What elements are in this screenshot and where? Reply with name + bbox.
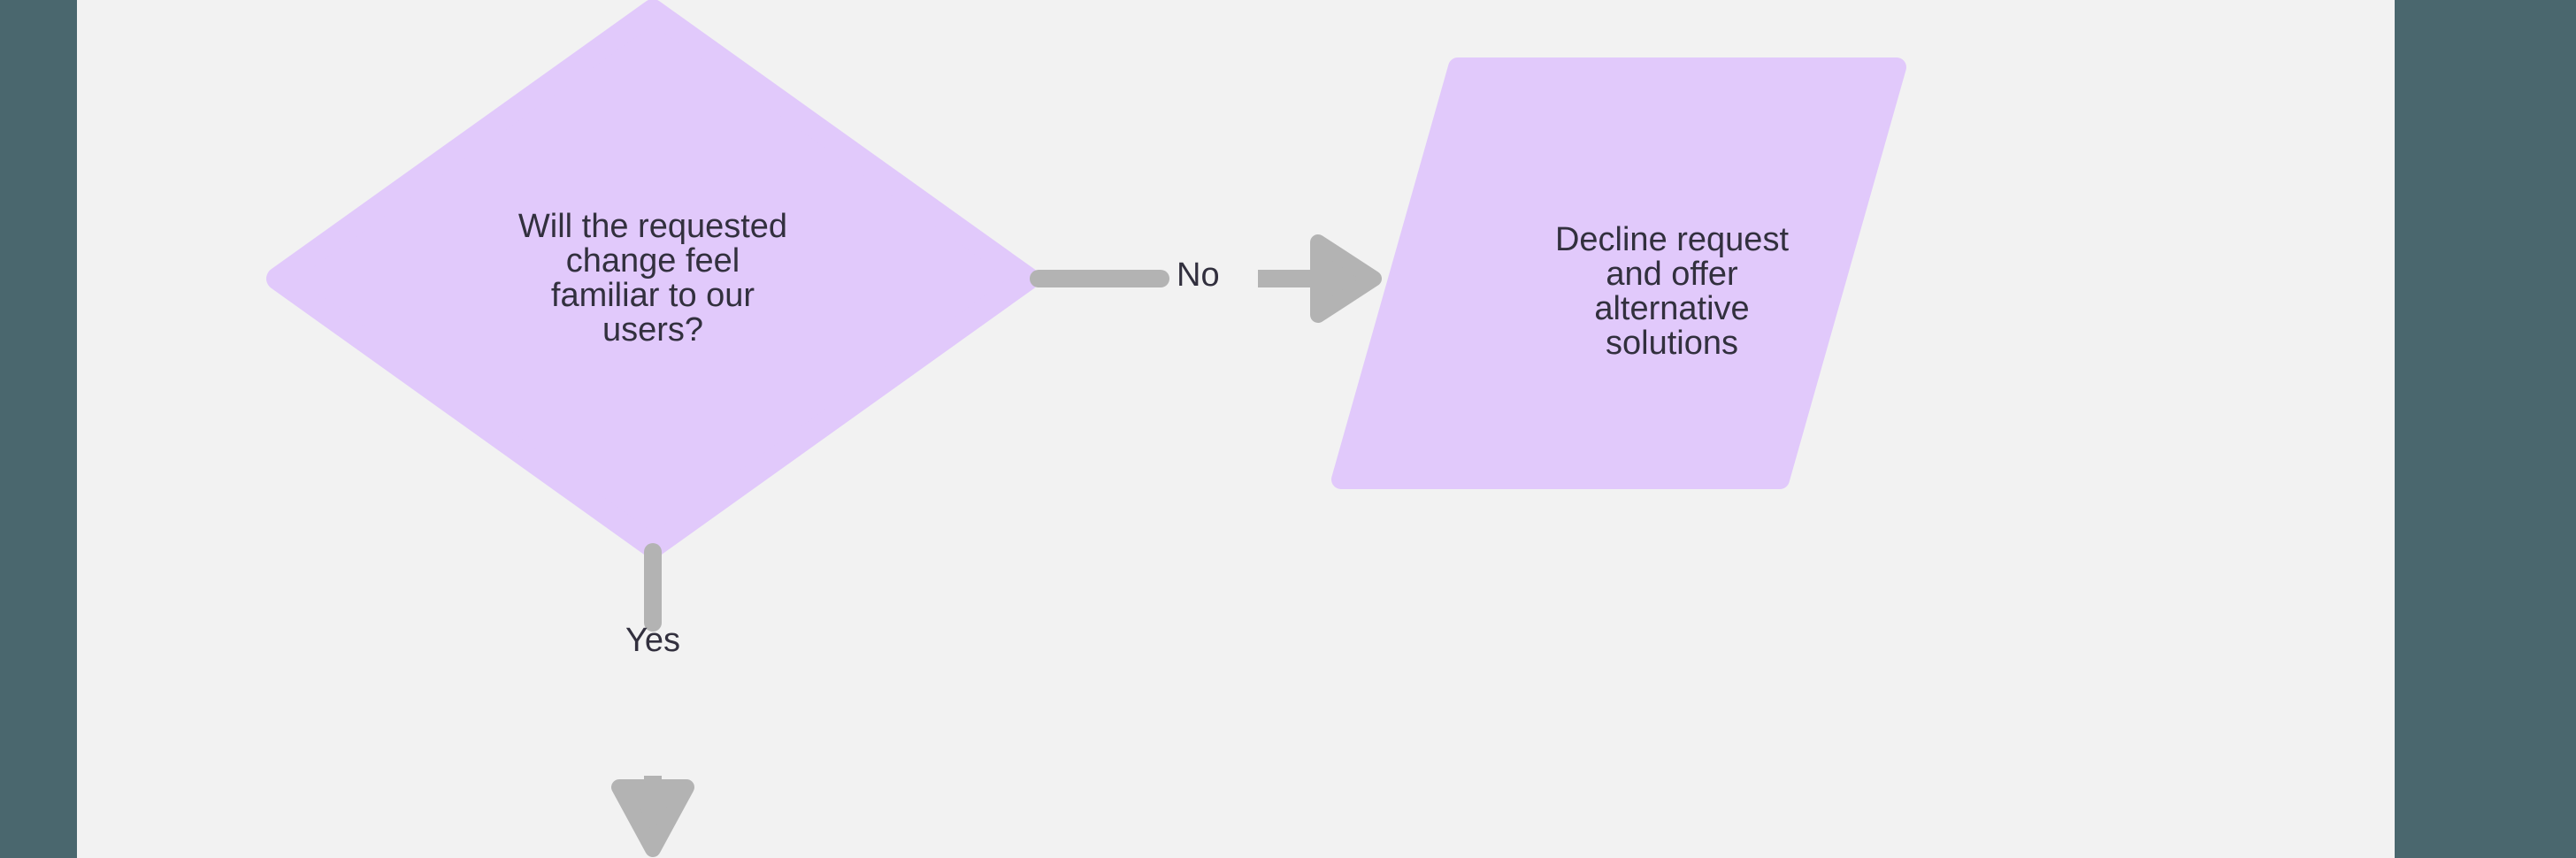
- left-edge-band: [0, 0, 77, 858]
- edge-label-yes: Yes: [625, 622, 680, 659]
- edge-label-no: No: [1177, 257, 1220, 294]
- decision-node-label: Will the requested change feel familiar …: [518, 208, 788, 349]
- edge-no-connector[interactable]: [1026, 230, 1398, 372]
- right-edge-band: [2395, 0, 2576, 858]
- decline-node-label: Decline request and offer alternative so…: [1554, 221, 1790, 362]
- edge-yes-connector[interactable]: [610, 541, 787, 858]
